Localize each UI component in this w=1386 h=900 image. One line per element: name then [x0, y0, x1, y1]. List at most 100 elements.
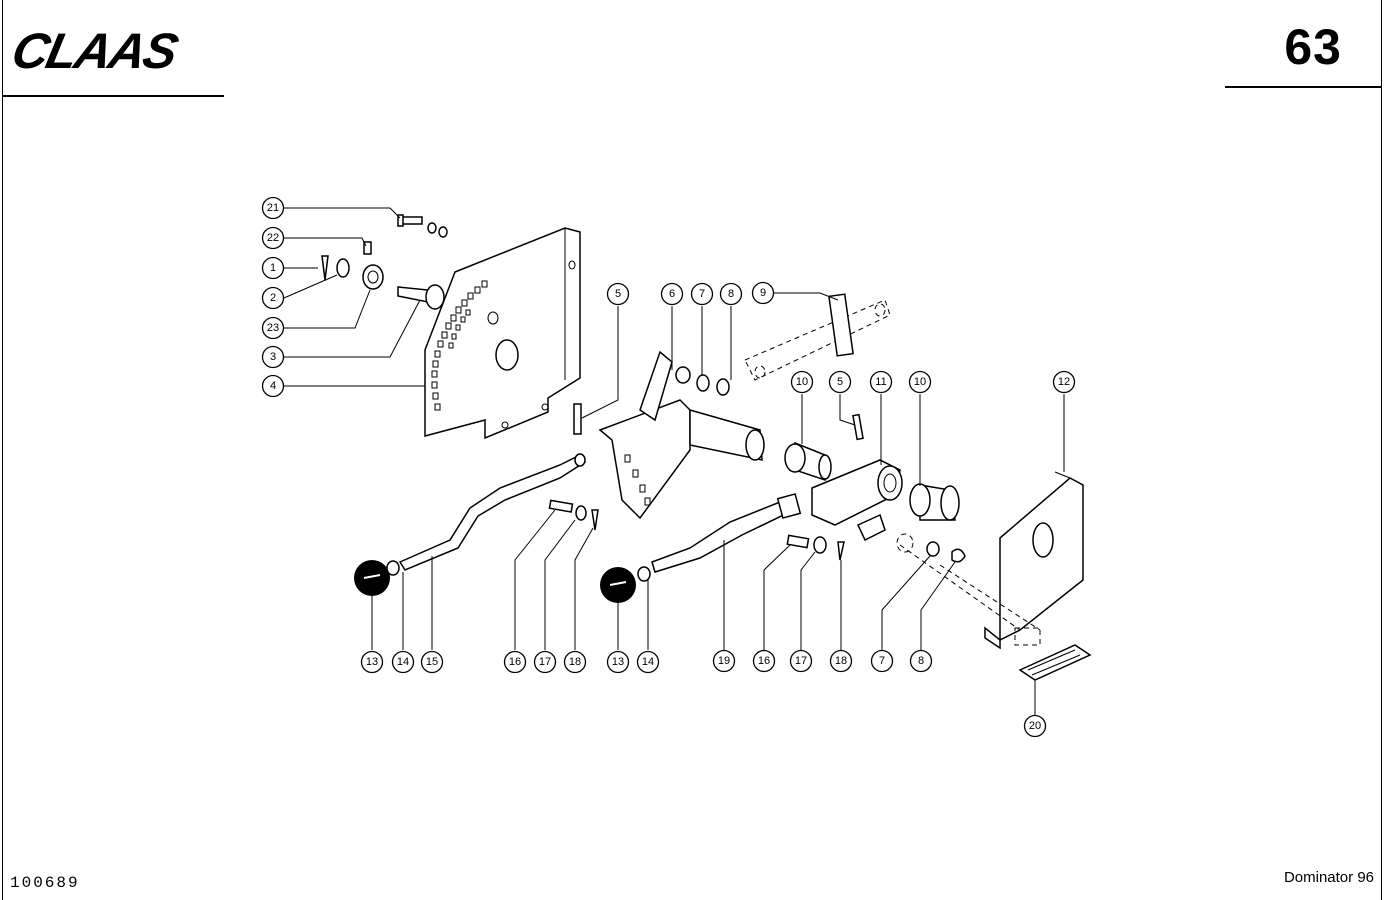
- spring-part-22: [363, 241, 372, 255]
- svg-text:16: 16: [758, 655, 770, 667]
- callout-16-a: 16: [503, 650, 527, 674]
- pin-part-1: [321, 255, 329, 281]
- svg-text:10: 10: [796, 376, 808, 388]
- callout-11: 11: [869, 370, 893, 394]
- svg-text:18: 18: [569, 656, 581, 668]
- callout-8: 8: [719, 282, 743, 306]
- bushing-part-23: [362, 264, 384, 290]
- svg-text:21: 21: [267, 202, 279, 214]
- housing-part-11: [811, 459, 903, 542]
- pin-part-5: [573, 403, 582, 435]
- callout-14-a: 14: [391, 650, 415, 674]
- bracket-tube-part-6: [598, 350, 765, 520]
- rod-part-19: [651, 493, 802, 573]
- svg-text:8: 8: [918, 655, 924, 667]
- callout-13-a: 13: [360, 650, 384, 674]
- callout-10-b: 10: [908, 370, 932, 394]
- svg-text:5: 5: [615, 288, 621, 300]
- dashed-leader-a: [899, 544, 1021, 631]
- svg-text:3: 3: [270, 351, 276, 363]
- callout-23: 23: [261, 316, 285, 340]
- svg-text:5: 5: [837, 376, 843, 388]
- svg-text:13: 13: [366, 656, 378, 668]
- dashed-leader-b: [939, 564, 1041, 631]
- callout-4: 4: [261, 374, 285, 398]
- callout-leaders: [283, 207, 1065, 715]
- callout-15: 15: [420, 650, 444, 674]
- washer-part-17-a: [575, 505, 587, 521]
- callout-3: 3: [261, 345, 285, 369]
- callout-17-b: 17: [789, 649, 813, 673]
- callout-19: 19: [712, 649, 736, 673]
- callout-7: 7: [690, 282, 714, 306]
- document-number: 100689: [10, 874, 80, 892]
- callout-18-b: 18: [829, 649, 853, 673]
- svg-text:23: 23: [267, 322, 279, 334]
- callout-20: 20: [1023, 714, 1047, 738]
- bushing-part-10-a: [784, 441, 832, 482]
- svg-text:20: 20: [1029, 720, 1041, 732]
- svg-text:10: 10: [914, 376, 926, 388]
- svg-text:9: 9: [760, 287, 766, 299]
- washer-part-2: [336, 258, 350, 278]
- svg-text:17: 17: [539, 656, 551, 668]
- svg-text:15: 15: [426, 656, 438, 668]
- callout-10-a: 10: [790, 370, 814, 394]
- nut-part-14-b: [637, 566, 651, 582]
- svg-text:13: 13: [612, 656, 624, 668]
- callout-21: 21: [261, 196, 285, 220]
- bolt-part-21: [397, 214, 448, 238]
- svg-text:12: 12: [1058, 376, 1070, 388]
- pin-part-18-a: [591, 509, 599, 531]
- callout-17-a: 17: [533, 650, 557, 674]
- svg-text:19: 19: [718, 655, 730, 667]
- pin-part-18-b: [837, 541, 845, 561]
- rod-part-15: [398, 453, 587, 571]
- header-rule-left: [2, 95, 224, 97]
- knob-pin-part-3: [397, 284, 445, 310]
- callout-16-b: 16: [752, 649, 776, 673]
- callout-18-a: 18: [563, 650, 587, 674]
- spring-part-16-a: [548, 499, 574, 513]
- svg-text:16: 16: [509, 656, 521, 668]
- washer-part-7: [696, 374, 710, 392]
- callout-12: 12: [1052, 370, 1076, 394]
- pin-part-5-b: [852, 413, 864, 441]
- washer-part-8-b: [951, 548, 966, 563]
- svg-text:17: 17: [795, 655, 807, 667]
- svg-text:8: 8: [728, 288, 734, 300]
- callout-9: 9: [751, 281, 775, 305]
- callout-5-b: 5: [828, 370, 852, 394]
- svg-text:7: 7: [879, 655, 885, 667]
- callout-5: 5: [606, 282, 630, 306]
- svg-text:11: 11: [875, 376, 886, 388]
- page-number: 63: [1284, 19, 1342, 75]
- svg-text:18: 18: [835, 655, 847, 667]
- knob-part-13-a: [354, 560, 390, 596]
- washer-part-7-b: [926, 541, 940, 557]
- bushing-part-10-b: [909, 483, 960, 521]
- frame-left-border: [2, 0, 3, 900]
- model-name: Dominator 96: [1283, 869, 1374, 886]
- callout-1: 1: [261, 256, 285, 280]
- claas-logo: CLAAS CLAAS: [7, 23, 228, 79]
- bracket-part-12: [984, 471, 1084, 650]
- callout-2: 2: [261, 286, 285, 310]
- sector-plate-part-4: [424, 227, 581, 440]
- svg-text:22: 22: [267, 232, 279, 244]
- callout-7-b: 7: [870, 649, 894, 673]
- callout-14-b: 14: [636, 650, 660, 674]
- callout-8-b: 8: [909, 649, 933, 673]
- svg-text:14: 14: [642, 656, 654, 668]
- washer-part-8: [716, 378, 730, 396]
- frame-right-border: [1381, 0, 1382, 900]
- callout-6: 6: [660, 282, 684, 306]
- nut-part-14-a: [386, 560, 400, 576]
- spring-part-16-b: [786, 534, 810, 549]
- washer-part-17-b: [813, 536, 827, 554]
- header-rule-right: [1225, 86, 1381, 88]
- svg-text:CLAAS: CLAAS: [8, 28, 184, 74]
- svg-text:14: 14: [397, 656, 409, 668]
- callout-22: 22: [261, 226, 285, 250]
